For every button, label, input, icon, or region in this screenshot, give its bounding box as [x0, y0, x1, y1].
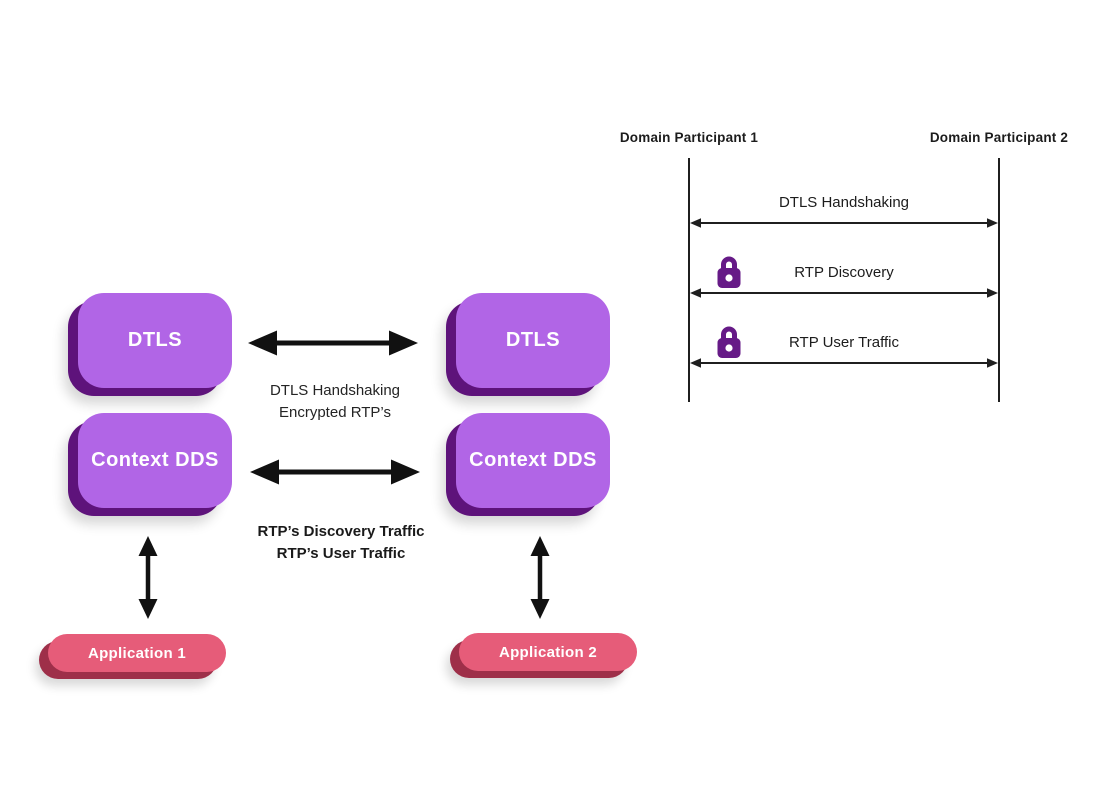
- app2-link-arrow-icon: [527, 535, 553, 620]
- lifeline-participant-1: [688, 158, 690, 402]
- context-dds-box-1: Context DDS: [78, 413, 232, 508]
- dtls-box-1: DTLS: [78, 293, 232, 388]
- dtls-link-arrow-icon: [246, 329, 420, 357]
- lock-icon: [714, 324, 744, 360]
- dds-link-arrow-icon: [248, 458, 422, 486]
- seq-message-2-label: RTP Discovery: [794, 264, 894, 281]
- dtls-link-label-line1: DTLS Handshaking: [269, 382, 401, 399]
- domain-participant-1-label: Domain Participant 1: [619, 130, 759, 145]
- dtls-link-label: DTLS Handshaking Encrypted RTP’s: [228, 380, 442, 424]
- seq-message-2-arrow-icon: [690, 286, 998, 300]
- dds-link-label-line1: RTP’s Discovery Traffic: [257, 523, 425, 540]
- dtls-link-label-line2: Encrypted RTP’s: [279, 404, 391, 421]
- context-dds-box-1-label: Context DDS: [91, 449, 219, 471]
- application1-pill-label: Application 1: [87, 644, 187, 662]
- seq-message-3-label: RTP User Traffic: [788, 334, 900, 351]
- dtls-box-2-label: DTLS: [505, 329, 561, 351]
- dtls-box-2: DTLS: [456, 293, 610, 388]
- context-dds-box-2-label: Context DDS: [469, 449, 597, 471]
- seq-message-1-label: DTLS Handshaking: [778, 194, 910, 211]
- application2-pill: Application 2: [459, 633, 637, 671]
- lock-icon: [714, 254, 744, 290]
- domain-participant-2-label: Domain Participant 2: [929, 130, 1069, 145]
- application1-pill: Application 1: [48, 634, 226, 672]
- dds-link-label: RTP’s Discovery Traffic RTP’s User Traff…: [234, 521, 448, 565]
- dtls-box-1-label: DTLS: [127, 329, 183, 351]
- context-dds-box-2: Context DDS: [456, 413, 610, 508]
- seq-message-1-arrow-icon: [690, 216, 998, 230]
- dds-link-label-line2: RTP’s User Traffic: [276, 545, 406, 562]
- app1-link-arrow-icon: [135, 535, 161, 620]
- application2-pill-label: Application 2: [498, 643, 598, 661]
- seq-message-3-arrow-icon: [690, 356, 998, 370]
- lifeline-participant-2: [998, 158, 1000, 402]
